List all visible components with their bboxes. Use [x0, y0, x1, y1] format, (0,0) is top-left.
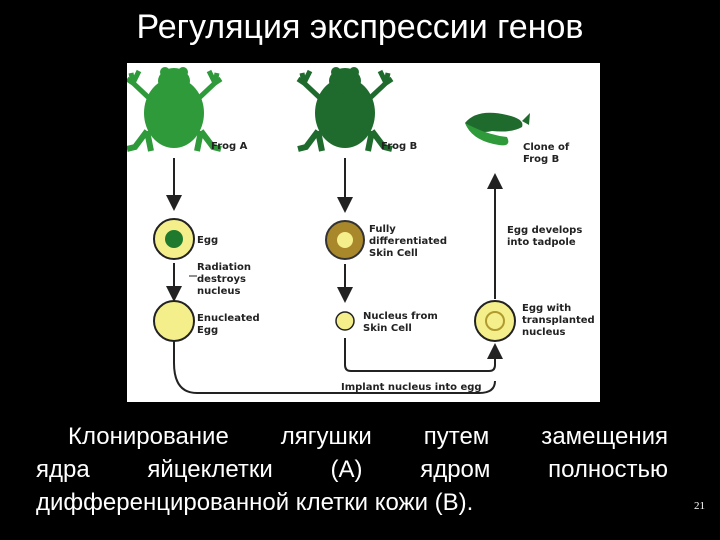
clone-label-line1: Clone of — [523, 142, 570, 153]
nucleus-label-line1: Nucleus from — [363, 311, 438, 322]
skin-cell-label-line1: Fully — [369, 224, 396, 235]
diagram-canvas: Frog A Frog B Clone of Frog B — [127, 67, 595, 394]
caption-line-2: ядра яйцеклетки (А) ядром полностью — [36, 456, 668, 483]
frog-a-label: Frog A — [211, 141, 248, 152]
frog-a-icon — [127, 67, 223, 152]
enucleated-egg — [153, 300, 195, 342]
transplanted-label-line2: transplanted — [522, 315, 595, 326]
slide-title: Регуляция экспрессии генов — [136, 8, 584, 46]
egg-label: Egg — [197, 235, 218, 246]
cloning-diagram: Frog A Frog B Clone of Frog B — [127, 63, 600, 402]
nucleus-label-line2: Skin Cell — [363, 323, 412, 334]
nucleus-from-skin-cell — [335, 311, 355, 331]
skin-cell — [325, 220, 365, 260]
implant-label: Implant nucleus into egg — [341, 382, 482, 393]
clone-label-line2: Frog B — [523, 154, 559, 165]
arrow-nucleus-to-egg — [344, 338, 503, 372]
frog-b-icon — [296, 67, 394, 152]
enucleated-label-line1: Enucleated — [197, 313, 260, 324]
skin-cell-label-line2: differentiated — [369, 236, 447, 247]
caption-line-1: Клонирование лягушки путем замещения — [68, 423, 668, 450]
transplanted-label-line1: Egg with — [522, 303, 571, 314]
radiation-label-line3: nucleus — [197, 286, 240, 297]
egg-a — [153, 218, 195, 260]
enucleated-label-line2: Egg — [197, 325, 218, 336]
transplanted-label-line3: nucleus — [522, 327, 565, 338]
slide-caption: Клонирование лягушки путем замещения ядр… — [36, 420, 668, 519]
tadpole-label-line1: Egg develops — [507, 225, 582, 236]
egg-with-transplanted-nucleus — [474, 300, 516, 342]
radiation-label-line1: Radiation — [197, 262, 251, 273]
tadpole-icon — [465, 112, 530, 146]
arrow-enucleated-to-egg — [173, 362, 496, 394]
frog-b-label: Frog B — [381, 141, 417, 152]
radiation-label-line2: destroys — [197, 274, 246, 285]
skin-cell-label-line3: Skin Cell — [369, 248, 418, 259]
page-number: 21 — [694, 500, 705, 512]
tadpole-label-line2: into tadpole — [507, 237, 576, 248]
caption-line-3: дифференцированной клетки кожи (В). — [36, 489, 474, 516]
